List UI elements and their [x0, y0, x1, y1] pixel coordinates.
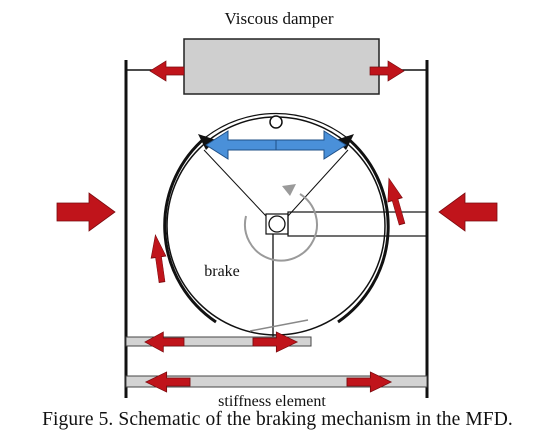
rotation-arrow	[243, 193, 318, 262]
stiffness-element-bar	[125, 375, 428, 388]
brake-bar	[125, 336, 312, 347]
figure-caption: Figure 5. Schematic of the braking mecha…	[42, 409, 513, 430]
pivot-pin	[269, 115, 283, 129]
damper-label: Viscous damper	[225, 9, 334, 28]
lever-link	[249, 319, 309, 332]
brake-bar-left-arrow	[144, 331, 185, 353]
shoe-tip-left	[198, 134, 216, 150]
link-left	[203, 149, 267, 217]
left-input-arrow	[56, 192, 116, 232]
stiffness-label: stiffness element	[218, 393, 326, 410]
shoe-tip-right	[336, 134, 354, 150]
brake-shoe-right	[337, 135, 390, 324]
hub-shaft	[268, 215, 286, 233]
brake-shoe-left	[163, 135, 217, 324]
right-input-arrow	[438, 192, 498, 232]
viscous-damper	[183, 38, 380, 95]
rotation-arrowhead	[282, 184, 296, 196]
stiffness-right-arrow	[346, 371, 392, 393]
damper-left-arrow	[149, 60, 185, 82]
stiffness-left-arrow	[145, 371, 191, 393]
brake-label: brake	[204, 263, 240, 280]
link-right	[287, 149, 349, 217]
brake-shoe-top	[205, 112, 347, 138]
horizontal-rod	[287, 211, 428, 237]
